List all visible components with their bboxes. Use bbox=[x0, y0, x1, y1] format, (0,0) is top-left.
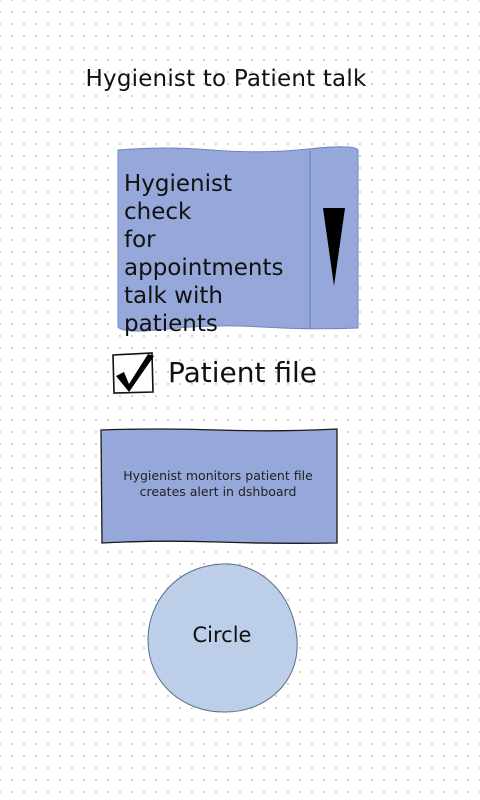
dropdown-text-line: patients bbox=[124, 311, 218, 337]
circle-label: Circle bbox=[192, 623, 252, 647]
checkbox[interactable] bbox=[110, 350, 158, 398]
patient-file-checkbox-row[interactable]: Patient file bbox=[110, 350, 370, 398]
dropdown-text-line: talk with bbox=[124, 283, 223, 309]
triangle-down-icon[interactable] bbox=[323, 208, 345, 286]
diagram-title: Hygienist to Patient talk bbox=[85, 66, 367, 92]
circle-blob bbox=[147, 563, 298, 713]
dropdown-text: Hygienist check for appointments talk wi… bbox=[124, 170, 304, 338]
checkbox-label: Patient file bbox=[168, 356, 318, 389]
monitor-note-box: Hygienist monitors patient file creates … bbox=[98, 426, 342, 546]
appointments-dropdown[interactable]: Hygienist check for appointments talk wi… bbox=[112, 144, 364, 338]
circle-shape: Circle bbox=[144, 560, 302, 716]
checkmark-icon bbox=[116, 354, 154, 392]
note-text: Hygienist monitors patient file creates … bbox=[110, 468, 326, 500]
dropdown-text-line: for bbox=[124, 227, 156, 253]
note-shape bbox=[100, 428, 338, 544]
dropdown-text-line: Hygienist check bbox=[124, 171, 233, 225]
dropdown-text-line: appointments bbox=[124, 255, 284, 281]
note-text-line: creates alert in dshboard bbox=[139, 484, 297, 499]
dropdown-shape bbox=[117, 146, 359, 332]
note-text-line: Hygienist monitors patient file bbox=[123, 468, 313, 483]
